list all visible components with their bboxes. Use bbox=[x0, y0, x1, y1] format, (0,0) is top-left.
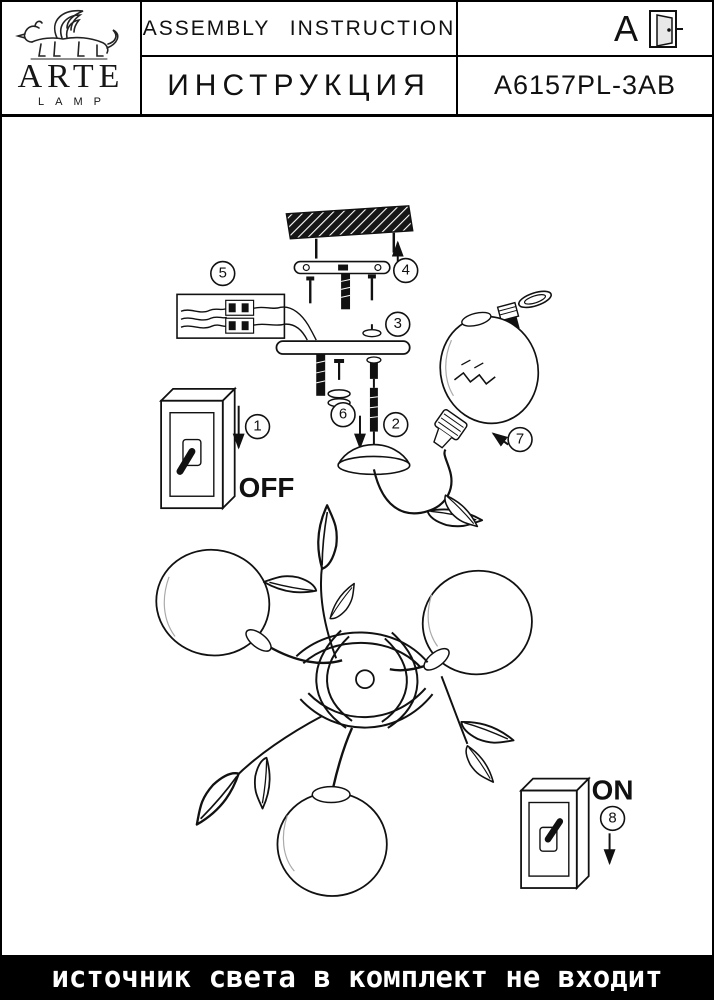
mount-type-letter: A bbox=[613, 7, 638, 49]
title-en-cell: ASSEMBLY INSTRUCTION bbox=[142, 2, 458, 57]
header: ARTE LAMP ASSEMBLY INSTRUCTION A ИНСТРУК… bbox=[2, 2, 712, 117]
svg-text:4: 4 bbox=[402, 263, 410, 279]
step-4-badge: 4 bbox=[392, 257, 419, 284]
assembly-diagram-svg: OFF bbox=[155, 205, 634, 897]
model-cell: A6157PL-3AB bbox=[458, 57, 712, 114]
step-3-badge: 3 bbox=[385, 311, 411, 337]
canopy-bracket bbox=[275, 324, 411, 396]
step-7-badge: 7 bbox=[507, 426, 533, 453]
off-label: OFF bbox=[239, 472, 295, 503]
assembly-diagram: OFF bbox=[2, 117, 712, 959]
on-label: ON bbox=[592, 775, 634, 806]
svg-text:6: 6 bbox=[339, 407, 347, 423]
mounting-bracket bbox=[293, 260, 391, 310]
mount-type-cell: A bbox=[458, 2, 712, 57]
washer-set bbox=[327, 359, 351, 408]
center-hub bbox=[295, 629, 434, 729]
assembly-instruction-title: ASSEMBLY INSTRUCTION bbox=[142, 16, 456, 40]
brand-logo: ARTE LAMP bbox=[2, 2, 142, 114]
svg-text:3: 3 bbox=[394, 316, 402, 332]
right-leaves bbox=[457, 706, 515, 788]
bottom-leaves bbox=[181, 755, 284, 826]
svg-text:8: 8 bbox=[608, 810, 616, 826]
door-icon bbox=[649, 9, 683, 48]
step-2-badge: 2 bbox=[383, 411, 409, 438]
switch-on bbox=[518, 776, 591, 891]
light-source-note: источник света в комплект не входит bbox=[51, 959, 663, 994]
wiring-detail-box bbox=[176, 293, 317, 341]
svg-text:2: 2 bbox=[392, 417, 400, 433]
center-rod bbox=[360, 356, 388, 457]
socket-cup bbox=[433, 409, 468, 449]
step-6-badge: 6 bbox=[330, 401, 356, 428]
brand-name: ARTE bbox=[17, 58, 125, 95]
svg-text:7: 7 bbox=[516, 432, 524, 448]
title-ru-cell: ИНСТРУКЦИЯ bbox=[142, 57, 458, 114]
ceiling-cup bbox=[337, 443, 411, 476]
step-8-badge: 8 bbox=[599, 805, 626, 832]
model-number: A6157PL-3AB bbox=[493, 70, 677, 100]
ceiling-plate bbox=[285, 205, 414, 259]
step-5-badge: 5 bbox=[210, 260, 236, 287]
shade-detail bbox=[433, 290, 552, 449]
footer-note-bar: источник света в комплект не входит bbox=[2, 955, 712, 998]
svg-text:5: 5 bbox=[219, 265, 227, 281]
bottom-shade bbox=[276, 785, 388, 897]
arte-lion-logo bbox=[15, 10, 119, 60]
left-shade bbox=[155, 548, 272, 657]
arrow-step7 bbox=[491, 432, 509, 447]
svg-text:1: 1 bbox=[253, 419, 261, 435]
instruction-title-ru: ИНСТРУКЦИЯ bbox=[167, 68, 431, 102]
brand-subtitle: LAMP bbox=[38, 96, 112, 108]
upper-arm bbox=[372, 448, 484, 542]
top-leaves bbox=[262, 504, 366, 622]
step-1-badge: 1 bbox=[244, 413, 271, 440]
right-shade bbox=[421, 569, 533, 676]
switch-off bbox=[158, 386, 237, 511]
